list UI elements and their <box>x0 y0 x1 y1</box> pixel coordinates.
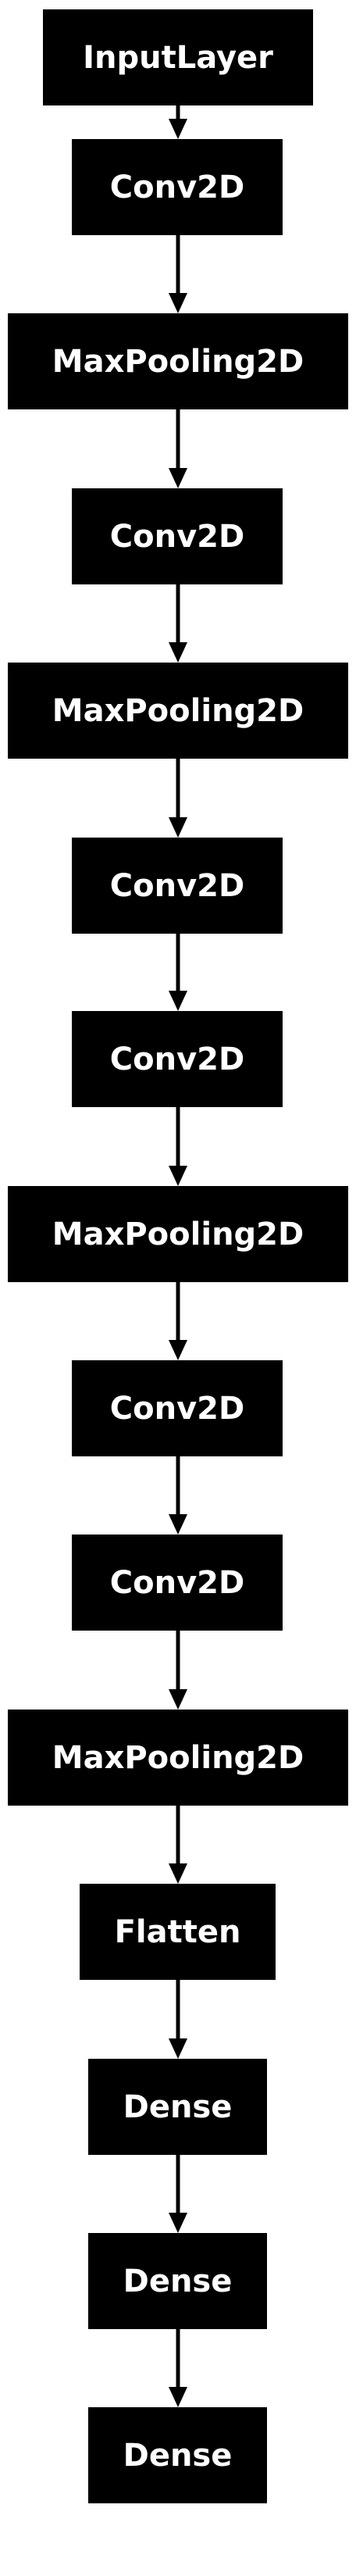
arrowhead <box>169 1166 187 1186</box>
arrowhead <box>169 991 187 1011</box>
edge-arrow <box>169 1456 187 1535</box>
arrowhead <box>169 817 187 838</box>
edge-arrow <box>169 1107 187 1186</box>
layer-node-maxpooling2d: MaxPooling2D <box>8 663 348 759</box>
layer-node-maxpooling2d: MaxPooling2D <box>8 313 348 409</box>
layer-node-conv2d: Conv2D <box>72 1360 283 1456</box>
arrowhead <box>169 642 187 663</box>
edge-arrow <box>169 2155 187 2233</box>
edge-arrow <box>169 2329 187 2407</box>
arrowhead <box>169 1340 187 1360</box>
arrowhead <box>169 2038 187 2059</box>
arrowhead <box>169 2213 187 2233</box>
arrowhead <box>169 1514 187 1535</box>
arrowhead <box>169 293 187 313</box>
layer-node-conv2d: Conv2D <box>72 838 283 934</box>
edge-arrow <box>169 235 187 313</box>
edge-arrow <box>169 1806 187 1884</box>
layer-node-maxpooling2d: MaxPooling2D <box>8 1186 348 1282</box>
layer-node-inputlayer: InputLayer <box>43 9 313 105</box>
arrowhead <box>169 1689 187 1710</box>
edge-arrow <box>169 584 187 663</box>
edge-arrow <box>169 409 187 488</box>
layer-node-conv2d: Conv2D <box>72 1535 283 1631</box>
layer-node-conv2d: Conv2D <box>72 1011 283 1107</box>
arrowhead <box>169 468 187 488</box>
arrowhead <box>169 2387 187 2407</box>
layer-node-flatten: Flatten <box>80 1884 276 1980</box>
edge-arrow <box>169 934 187 1011</box>
layer-node-conv2d: Conv2D <box>72 139 283 235</box>
layer-node-dense: Dense <box>88 2059 267 2155</box>
edge-arrow <box>169 1631 187 1710</box>
arrowhead <box>169 119 187 139</box>
layer-node-maxpooling2d: MaxPooling2D <box>8 1710 348 1806</box>
edge-arrow <box>169 759 187 838</box>
arrowhead <box>169 1863 187 1884</box>
layer-node-conv2d: Conv2D <box>72 488 283 584</box>
edge-arrow <box>169 105 187 139</box>
layer-node-dense: Dense <box>88 2233 267 2329</box>
layer-node-dense: Dense <box>88 2407 267 2503</box>
edge-arrow <box>169 1980 187 2059</box>
edge-arrow <box>169 1282 187 1360</box>
